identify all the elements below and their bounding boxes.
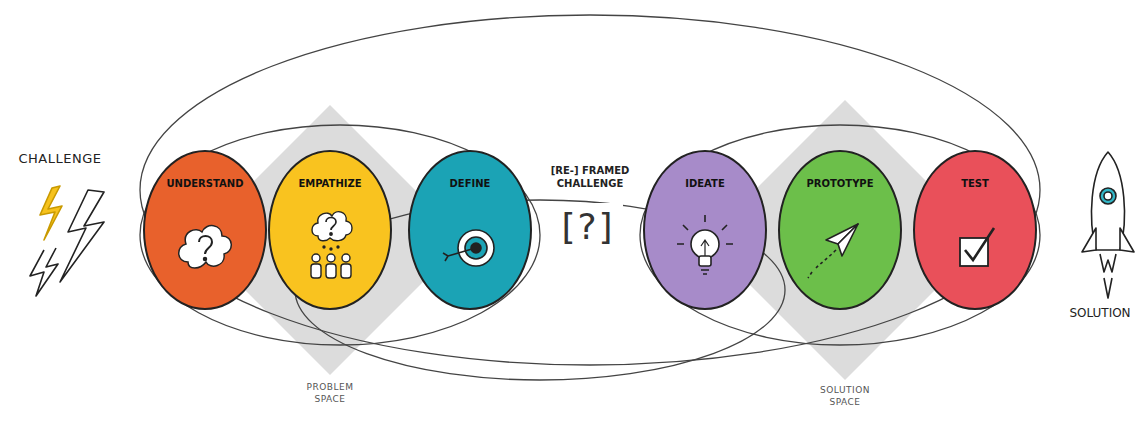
stage-name: IDEATE bbox=[645, 178, 765, 190]
stage-circle: IDEATE bbox=[643, 150, 767, 310]
rocket-icon bbox=[1082, 152, 1134, 298]
stage-circle: PROTOTYPE bbox=[778, 150, 902, 310]
paper-plane-icon bbox=[808, 224, 858, 278]
solution-label: SOLUTION bbox=[1062, 305, 1138, 321]
stage-circle: UNDERSTAND bbox=[143, 150, 267, 310]
stage-name: TEST bbox=[915, 178, 1035, 190]
stage-circle: EMPATHIZE bbox=[268, 150, 392, 310]
space-label: PROBLEM SPACE bbox=[290, 381, 370, 405]
solution-loop bbox=[640, 125, 1040, 345]
empathy-icon bbox=[311, 212, 352, 278]
stage-name: UNDERSTAND bbox=[145, 178, 265, 190]
stage-circle: TEST bbox=[913, 150, 1037, 310]
stage-name: EMPATHIZE bbox=[270, 178, 390, 190]
stage-name: PROTOTYPE bbox=[780, 178, 900, 190]
challenge-label: CHALLENGE bbox=[5, 150, 115, 167]
target-icon bbox=[443, 230, 494, 266]
checkbox-icon bbox=[960, 228, 994, 266]
outer-loop bbox=[140, 15, 1040, 365]
reframed-challenge-label: [RE-] FRAMED CHALLENGE bbox=[541, 164, 639, 190]
lightbulb-icon bbox=[677, 215, 733, 274]
stage-name: DEFINE bbox=[410, 178, 530, 190]
space-label: SOLUTION SPACE bbox=[805, 384, 885, 408]
bracket-question: [?] bbox=[553, 203, 623, 250]
thought-cloud-icon bbox=[179, 226, 232, 268]
problem-loop bbox=[140, 125, 540, 345]
lightning-icon bbox=[30, 186, 104, 296]
stage-circle: DEFINE bbox=[408, 150, 532, 310]
